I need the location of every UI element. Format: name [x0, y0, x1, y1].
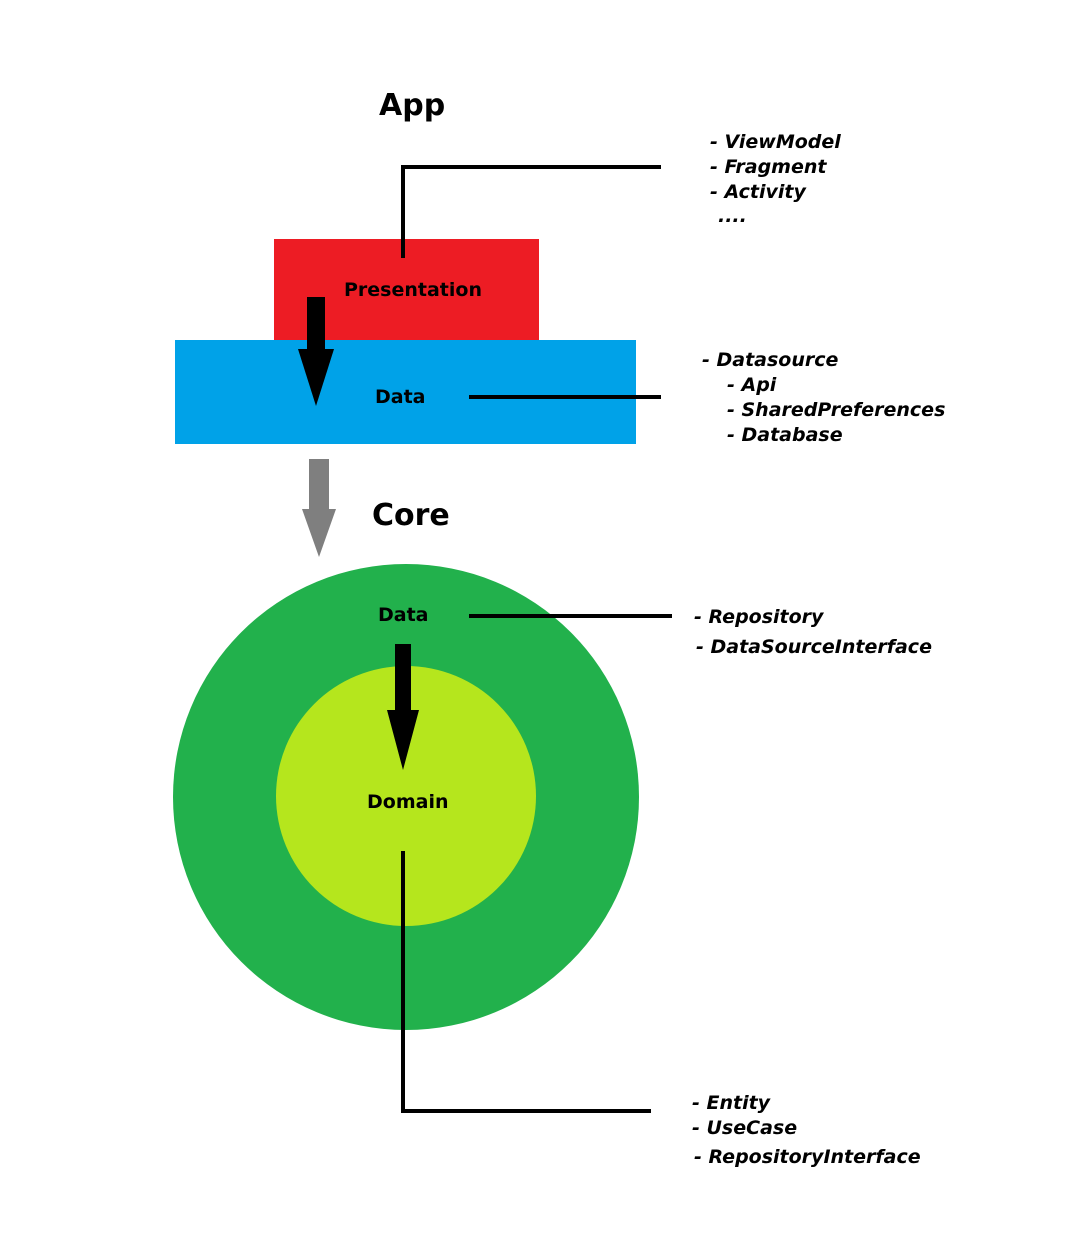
- core-data-notes: - Repository - DataSourceInterface: [694, 606, 932, 658]
- note-item: - Repository: [694, 606, 825, 628]
- presentation-to-data-arrow: [298, 297, 334, 406]
- presentation-layer-label: Presentation: [344, 279, 482, 301]
- core-section-title: Core: [372, 498, 450, 533]
- note-item: - Datasource: [702, 349, 839, 371]
- domain-layer-label: Domain: [367, 791, 448, 813]
- note-item: - SharedPreferences: [727, 399, 945, 421]
- app-data-layer-box: [175, 340, 636, 444]
- app-data-layer-label: Data: [375, 386, 426, 408]
- app-data-notes: - Datasource - Api - SharedPreferences -…: [702, 349, 945, 446]
- note-item: - Fragment: [710, 156, 827, 178]
- note-item: - DataSourceInterface: [696, 636, 932, 658]
- presentation-connector-line: [401, 165, 661, 258]
- note-item: ....: [718, 205, 747, 227]
- note-item: - Api: [727, 374, 777, 396]
- presentation-notes: - ViewModel - Fragment - Activity ....: [710, 131, 841, 227]
- note-item: - ViewModel: [710, 131, 841, 153]
- domain-connector-line: [401, 851, 651, 1113]
- note-item: - Database: [727, 424, 843, 446]
- domain-notes: - Entity - UseCase - RepositoryInterface: [692, 1092, 921, 1168]
- domain-layer-circle: [276, 666, 536, 926]
- note-item: - Activity: [710, 181, 807, 203]
- core-data-layer-label: Data: [378, 604, 429, 626]
- app-section-title: App: [379, 88, 445, 123]
- data-to-domain-arrow: [387, 644, 419, 770]
- app-to-core-arrow: [302, 459, 336, 557]
- note-item: - UseCase: [692, 1117, 797, 1139]
- note-item: - RepositoryInterface: [694, 1146, 921, 1168]
- note-item: - Entity: [692, 1092, 772, 1114]
